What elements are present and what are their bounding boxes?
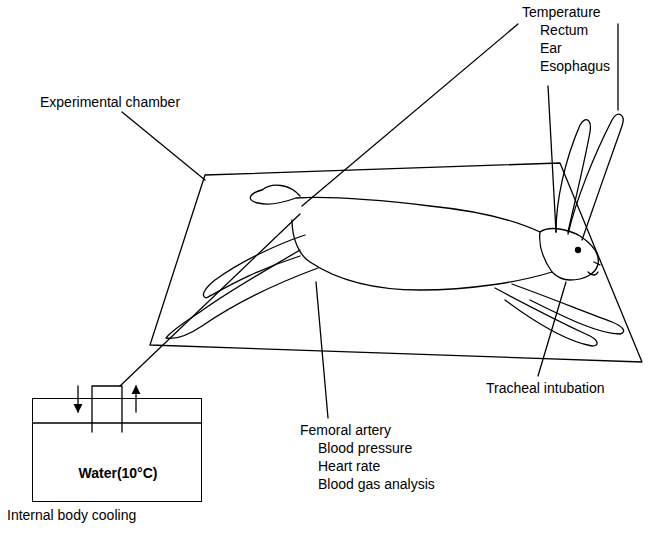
label: Femoral artery — [300, 422, 391, 438]
cooling-tube — [92, 386, 122, 432]
rabbit-fore-leg — [512, 284, 624, 334]
label: Heart rate — [318, 458, 380, 474]
rabbit-fore-leg — [495, 288, 597, 346]
leader-line — [617, 24, 618, 110]
water-tank: Water(10°C)Internal body cooling — [32, 398, 202, 502]
tank-label: Water(10°C) — [79, 465, 158, 481]
flow-arrow — [135, 386, 136, 412]
label: Ear — [540, 40, 562, 56]
rabbit-body — [250, 190, 552, 290]
leader-line — [548, 86, 556, 232]
label: Experimental chamber — [40, 94, 180, 110]
label: Blood pressure — [318, 440, 412, 456]
leader-line — [302, 24, 518, 206]
leader-line — [316, 282, 328, 418]
tank-caption: Internal body cooling — [7, 507, 136, 523]
water-surface — [33, 399, 201, 501]
rabbit-eye — [576, 248, 581, 253]
label: Blood gas analysis — [318, 476, 435, 492]
rabbit-hind-leg — [203, 235, 305, 298]
label: Rectum — [540, 22, 588, 38]
flow-arrow — [77, 386, 78, 412]
cooling-tube — [120, 214, 300, 386]
label: Tracheal intubation — [486, 380, 605, 396]
rabbit-tail — [262, 185, 300, 196]
leader-line — [122, 112, 205, 180]
rabbit-ear — [568, 114, 623, 240]
label: Temperature — [522, 4, 601, 20]
rabbit-nose — [588, 262, 600, 275]
chamber-plate — [150, 163, 642, 362]
label: Esophagus — [540, 58, 610, 74]
rabbit-head — [540, 229, 599, 280]
leader-line — [538, 282, 566, 376]
